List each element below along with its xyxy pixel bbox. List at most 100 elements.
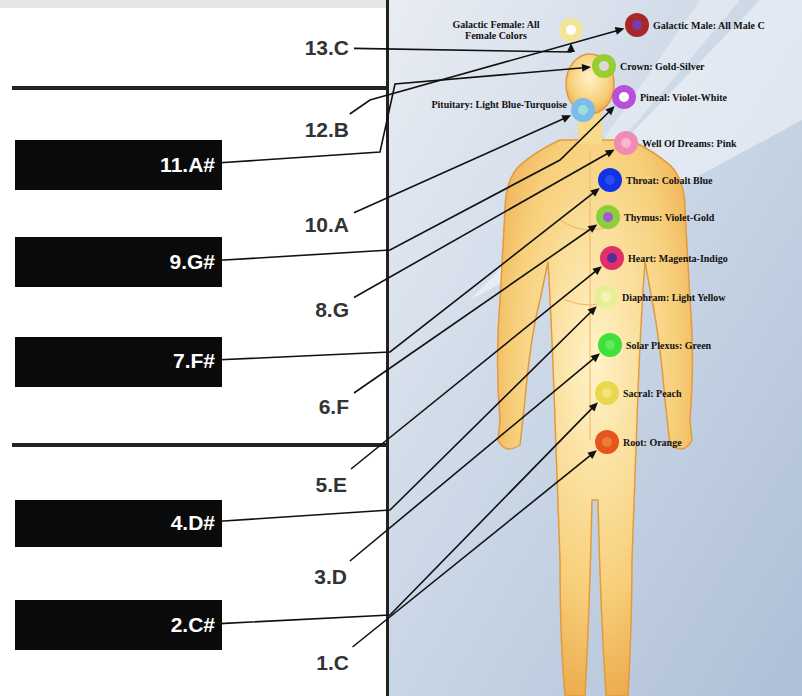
chakra-point: Thymus: Violet-Gold [596,205,718,229]
note-name: 3.D [314,565,347,588]
arrowhead [567,43,575,52]
chakra-label: Thymus: Violet-Gold [620,212,718,223]
arrowhead [589,402,598,411]
leader-arrow [220,106,615,260]
chakra-core [632,20,642,30]
leader-line [220,111,610,260]
chakra-circle [598,333,622,357]
note-label: 8.G [312,296,352,324]
chakra-core [602,437,612,447]
leader-line [220,192,594,359]
sky [388,0,802,696]
note-label: 3.D [311,563,350,591]
chakra-core [566,25,576,35]
arrowhead [592,266,602,275]
chakra-label: Throat: Cobalt Blue [622,175,717,186]
chakra-point: Diaphram: Light Yellow [594,285,730,309]
note-name: 1.C [316,651,349,674]
note-label: 13.C [302,34,352,62]
leader-line [353,455,592,647]
leader-line [350,358,595,561]
chakra-label: Diaphram: Light Yellow [618,292,730,303]
chakra-circle [559,18,583,42]
chakra-point: Root: Orange [595,430,686,454]
chakra-point: Galactic Male: All Male C [625,13,769,37]
chakra-point: Galactic Female: All Female Colors [433,18,583,42]
leader-line [354,229,591,394]
arrowhead [590,188,600,197]
chakra-core [605,175,615,185]
arrowhead [588,224,598,232]
chakra-core [621,138,631,148]
chakra-circle [600,246,624,270]
note-label: 2.C# [168,611,218,639]
note-label: 9.G# [166,248,218,276]
chakra-point: Throat: Cobalt Blue [598,168,717,192]
note-label: 4.D# [168,509,218,537]
chakra-label: Well Of Dreams: Pink [638,138,741,149]
chakra-point: Pituitary: Light Blue-Turquoise [427,98,595,122]
chakra-label: Pineal: Violet-White [636,92,731,103]
chakra-circle [595,381,619,405]
chakra-circle [612,85,636,109]
chakra-label: Galactic Female: All Female Colors [433,19,559,41]
leader-arrow [351,266,602,469]
chakra-circle [596,205,620,229]
note-label: 12.B [302,116,352,144]
note-label: 11.A# [157,151,218,179]
chakra-core [578,105,588,115]
chakra-core [605,340,615,350]
leader-line [354,48,571,52]
arrowhead [561,115,571,122]
leader-arrow [353,450,597,647]
leader-arrow [354,149,615,297]
chakra-point: Crown: Gold-Silver [592,54,709,78]
chakra-label: Crown: Gold-Silver [616,61,709,72]
leader-line [220,407,593,623]
arrowhead [605,149,615,157]
chakra-label: Galactic Male: All Male C [649,20,769,31]
chakra-circle [625,13,649,37]
leader-arrow [350,353,600,561]
leader-line [354,153,608,298]
note-name: 4.D# [171,511,215,534]
chakra-point: Well Of Dreams: Pink [614,131,741,155]
chakra-core [601,292,611,302]
note-name: 9.G# [169,250,215,273]
arrowhead [615,27,625,35]
note-label: 6.F [316,393,352,421]
note-name: 10.A [305,213,349,236]
arrowhead [582,64,591,72]
arrowhead [591,353,600,362]
arrowhead [588,306,597,315]
chakra-circle [614,131,638,155]
chakra-core [607,253,617,263]
note-label: 7.F# [170,347,218,375]
chakra-point: Heart: Magenta-Indigo [600,246,732,270]
note-name: 5.E [315,473,347,496]
note-label: 10.A [302,211,352,239]
chakra-point: Solar Plexus: Green [598,333,715,357]
chakra-circle [598,168,622,192]
note-name: 13.C [305,36,349,59]
leader-arrow [220,64,591,163]
arrowhead [587,450,597,459]
leader-line [220,311,592,521]
leader-arrow [220,188,600,360]
note-name: 12.B [305,118,349,141]
note-label: 5.E [312,471,350,499]
note-name: 8.G [315,298,349,321]
note-label: 1.C [313,649,352,677]
note-name: 11.A# [160,153,215,176]
chakra-point: Sacral: Peach [595,381,686,405]
note-name: 6.F [319,395,349,418]
chakra-core [602,388,612,398]
chakra-label: Heart: Magenta-Indigo [624,253,732,264]
chakra-label: Solar Plexus: Green [622,340,715,351]
leader-arrow [354,115,571,212]
arrowhead [606,106,615,115]
leader-arrow [354,43,575,52]
chakra-core [603,212,613,222]
chakra-circle [595,430,619,454]
note-name: 7.F# [173,349,215,372]
